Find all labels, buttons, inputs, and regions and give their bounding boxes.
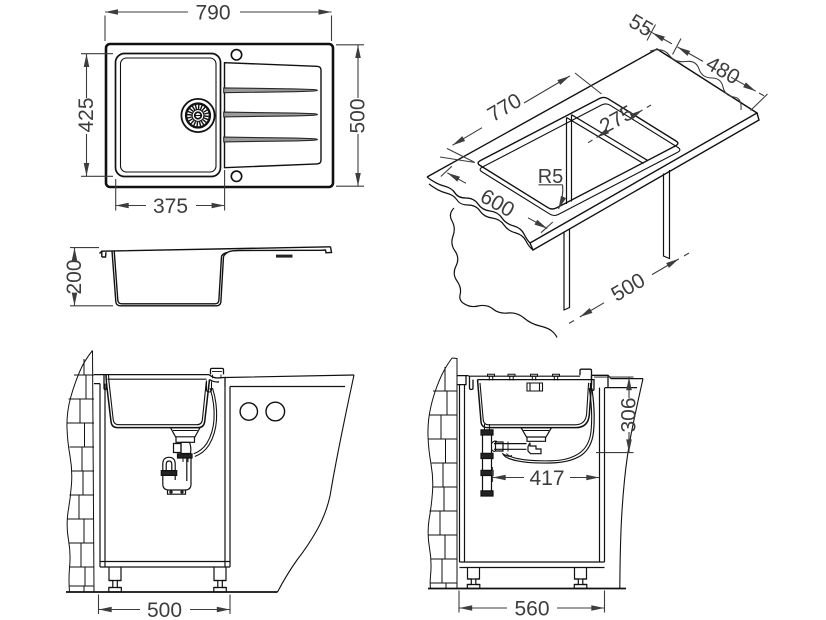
svg-text:480: 480 xyxy=(702,52,744,89)
svg-text:417: 417 xyxy=(529,467,564,490)
svg-text:55: 55 xyxy=(625,10,657,42)
svg-text:375: 375 xyxy=(153,195,188,218)
svg-text:790: 790 xyxy=(195,2,230,25)
svg-text:770: 770 xyxy=(484,89,526,127)
svg-text:306: 306 xyxy=(618,397,641,432)
svg-text:200: 200 xyxy=(63,259,86,294)
svg-text:500: 500 xyxy=(347,98,370,133)
svg-text:R5: R5 xyxy=(538,166,564,188)
svg-text:500: 500 xyxy=(607,269,649,307)
svg-text:425: 425 xyxy=(75,97,98,132)
svg-text:500: 500 xyxy=(147,599,182,620)
svg-text:560: 560 xyxy=(514,598,549,620)
